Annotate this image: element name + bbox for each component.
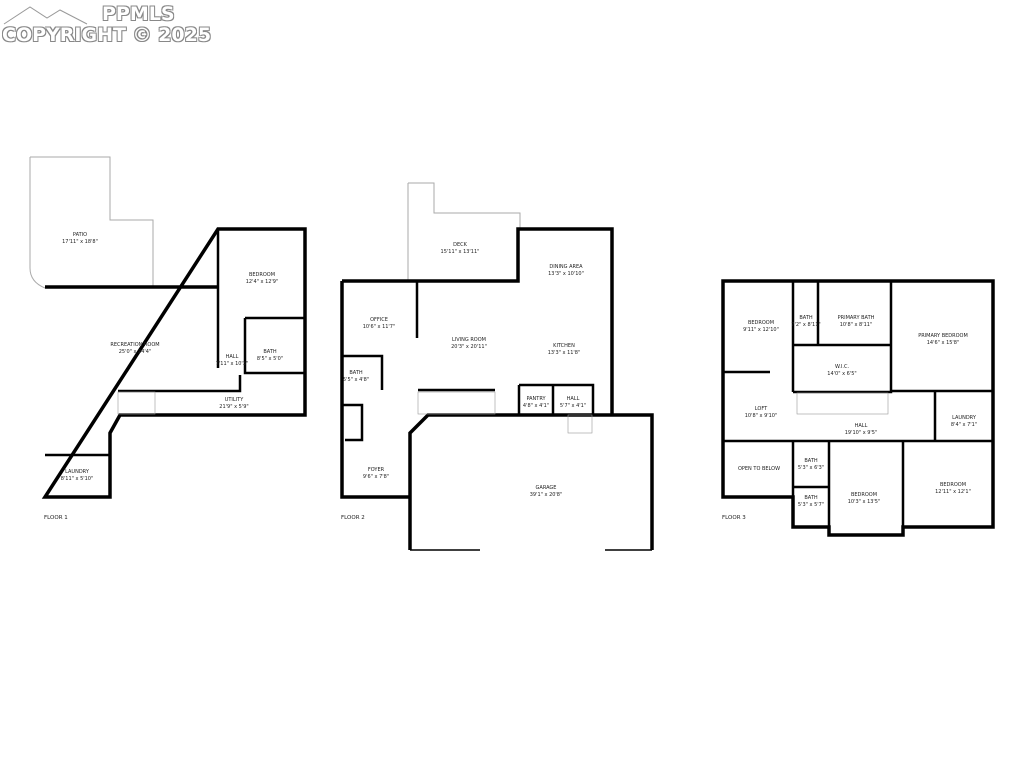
room-label: OPEN TO BELOW: [737, 466, 781, 472]
floor-label: FLOOR 3: [722, 515, 746, 521]
mountain-logo-icon: [3, 5, 88, 26]
walls: [41, 227, 995, 551]
ppmls-watermark-logo: PPMLS COPYRIGHT © 2025: [2, 4, 211, 46]
floor-label: FLOOR 2: [341, 515, 365, 521]
room-label: W.I.C.14'0" x 6'5": [827, 364, 857, 377]
copyright-text: COPYRIGHT © 2025: [2, 24, 212, 46]
stairs: [117, 391, 889, 434]
floor-label: FLOOR 1: [44, 515, 68, 521]
outdoor-outlines: [29, 156, 521, 289]
brand-text: PPMLS: [102, 3, 175, 25]
